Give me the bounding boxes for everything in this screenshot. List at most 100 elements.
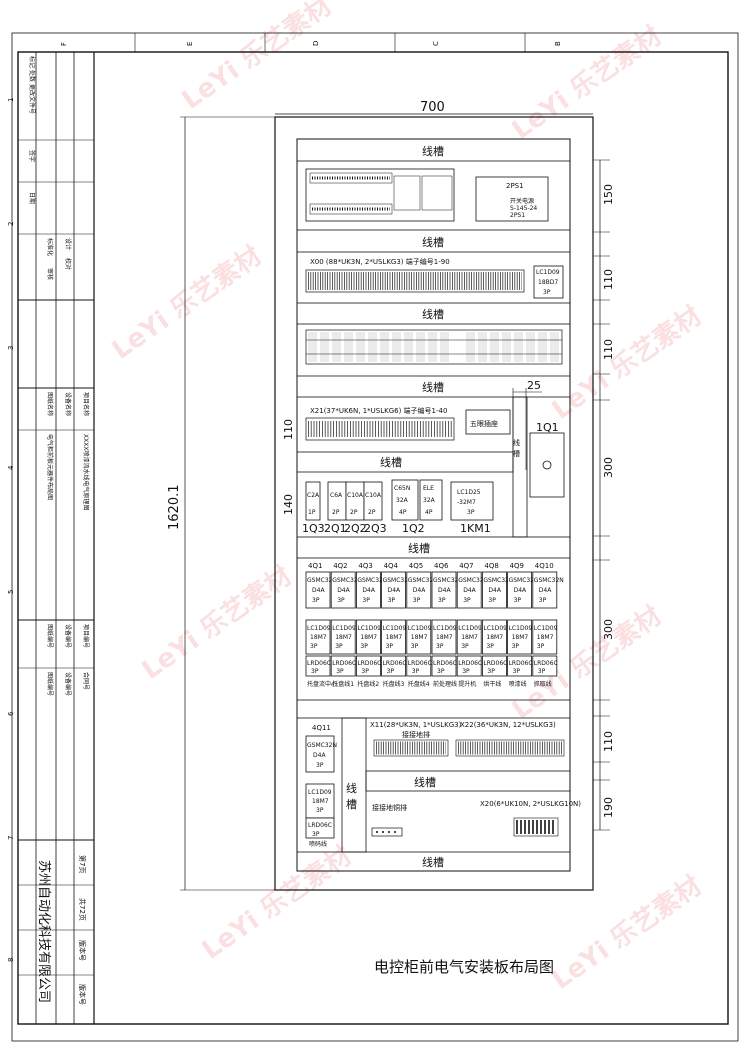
vertical-trunking-right-2: 槽 (513, 449, 520, 458)
left-zone-markers: 1 2 3 4 5 6 7 8 (7, 98, 15, 962)
trunking-label-8: 线槽 (422, 855, 444, 869)
breaker-ele-line3: 4P (425, 509, 433, 516)
equipment-no-label-2: 设备编号 (64, 672, 72, 696)
breaker-rail-section (305, 329, 563, 365)
ps-sub3: 2PS1 (510, 212, 525, 219)
motor-relay-text: LRD06C (383, 660, 407, 667)
signoff-review: 审核 (46, 268, 54, 280)
motor-breaker (456, 571, 482, 609)
ground-copper-bar-label: 接接地铜排 (372, 803, 407, 812)
zone-number-5: 5 (7, 590, 15, 594)
project-no-label: 项目编号 (82, 624, 90, 648)
motor-relay (406, 655, 432, 677)
zone-letter-top-3: D (312, 41, 320, 46)
zone-number-4: 4 (7, 465, 15, 470)
dim-190: 190 (602, 797, 615, 818)
watermark-text-4: LeYi 乐艺素材 (547, 301, 708, 426)
breaker-2q3: C10A 2P (363, 481, 383, 521)
tag-4q11: 4Q11 (312, 724, 331, 732)
motor-breaker-text: D4A (488, 587, 501, 594)
motor-contactor-text: LC1D09 (483, 625, 507, 632)
motor-breaker-text: D4A (388, 587, 401, 594)
terminal-x00-label: X00 (88*UK3N, 2*USLKG3) 端子编号1-90 (310, 257, 450, 266)
motor-relay-text: 3P (538, 668, 546, 675)
zone-number-7: 7 (7, 836, 15, 840)
top-zone-markers: F E D C B (60, 33, 562, 52)
motor-relay (381, 655, 407, 677)
drawing-name-label: 图纸名称 (46, 392, 54, 416)
motor-contactor-text: 3P (461, 643, 469, 650)
socket-label: 五眼插座 (470, 419, 498, 428)
dim-25: 25 (527, 379, 541, 392)
trunking-rows: 线槽 线槽 线槽 线槽 线槽 线槽 线槽 线槽 线 槽 线 槽 (296, 138, 571, 872)
breaker-2q3-line1: C10A (365, 492, 382, 499)
breaker-2q1-line1: C6A (330, 492, 343, 499)
breaker-1q2: C65N 32A 4P (391, 479, 419, 521)
motor-breaker-text: D4A (362, 587, 375, 594)
motor-breaker-text: GSMC32N (408, 577, 438, 584)
title-block: 标记处数更改文件号 签字 日期 设计 校对 标准化 审核 项目名称 设备名称 图… (18, 52, 95, 1024)
motor-contactor (330, 619, 356, 655)
motor-breaker (481, 571, 507, 609)
equipment-no-label: 设备编号 (64, 624, 72, 648)
relay-4q11-line1: LRD06C (308, 822, 332, 829)
motor-contactor-text: 3P (537, 643, 545, 650)
motor-breaker-text: 3P (362, 597, 370, 604)
inner-border (17, 51, 729, 1025)
motor-breaker-text: D4A (463, 587, 476, 594)
title-date-label: 日期 (28, 192, 36, 204)
motor-relay-text: LRD06C (483, 660, 507, 667)
motor-breaker-text: 3P (388, 597, 396, 604)
contactor-4q11-line3: 3P (316, 807, 324, 814)
contactor-4q11-line1: LC1D09 (308, 789, 332, 796)
terminal-x21-label: X21(37*UK6N, 1*USLKG6) 端子编号1-40 (310, 406, 447, 415)
contactor-1km1-line1: LC1D25 (457, 489, 481, 496)
motor-contactor (481, 619, 507, 655)
motor-breaker-text: GSMC32N (509, 577, 539, 584)
page-number: 第7页 (78, 855, 87, 873)
terminal-x11-label: X11(28*UK3N, 1*USLKG3) (370, 721, 462, 729)
dim-300-b: 300 (602, 619, 615, 640)
drawing-name-value: 电气柜前板元器件布局图 (46, 434, 54, 500)
zone-number-1: 1 (7, 98, 15, 102)
tag-1q2: 1Q2 (402, 522, 425, 535)
ps-sub1: 开关电源 (510, 197, 534, 205)
motor-contactor-text: LC1D09 (534, 625, 558, 632)
project-name-label: 项目名称 (82, 392, 90, 416)
motor-breaker-text: 3P (438, 597, 446, 604)
motor-contactor (381, 619, 407, 655)
motor-contactor-text: 18M7 (360, 634, 377, 641)
drawing-no-label-2: 图纸编号 (46, 672, 54, 696)
motor-breaker-text: D4A (539, 587, 552, 594)
tag-1km1: 1KM1 (460, 522, 491, 535)
motor-breaker (305, 571, 331, 609)
motor-contactor-text: 18M7 (537, 634, 554, 641)
motor-breaker-text: 3P (514, 597, 522, 604)
zone-number-3: 3 (7, 346, 15, 350)
motor-contactor-text: LC1D09 (458, 625, 482, 632)
motor-breaker-text: 3P (463, 597, 471, 604)
breaker-2q2: C10A 2P (345, 481, 365, 521)
vertical-trunking-right-1: 线 (513, 438, 520, 447)
motor-relay-text: LRD06C (332, 660, 356, 667)
motor-contactor-text: 3P (512, 643, 520, 650)
motor-contactor (456, 619, 482, 655)
motor-breaker-text: D4A (438, 587, 451, 594)
motor-contactor-text: LC1D09 (307, 625, 331, 632)
dim-110-left: 110 (282, 419, 295, 440)
motor-contactor (507, 619, 533, 655)
motor-tag: 4Q2 (333, 562, 347, 570)
motor-relay (481, 655, 507, 677)
dimension-width: 700 (275, 100, 593, 115)
motor-note: 托盘线1 (332, 680, 354, 688)
motor-contactor-text: 3P (411, 643, 419, 650)
motor-breaker-text: GSMC32N (383, 577, 413, 584)
zone-letter-top-4: C (432, 41, 440, 46)
motor-relay-text: LRD06C (307, 660, 331, 667)
motor-breaker (355, 571, 381, 609)
contactor-x00-line3: 3P (543, 289, 551, 296)
note-4q11: 喷码线 (309, 840, 327, 848)
